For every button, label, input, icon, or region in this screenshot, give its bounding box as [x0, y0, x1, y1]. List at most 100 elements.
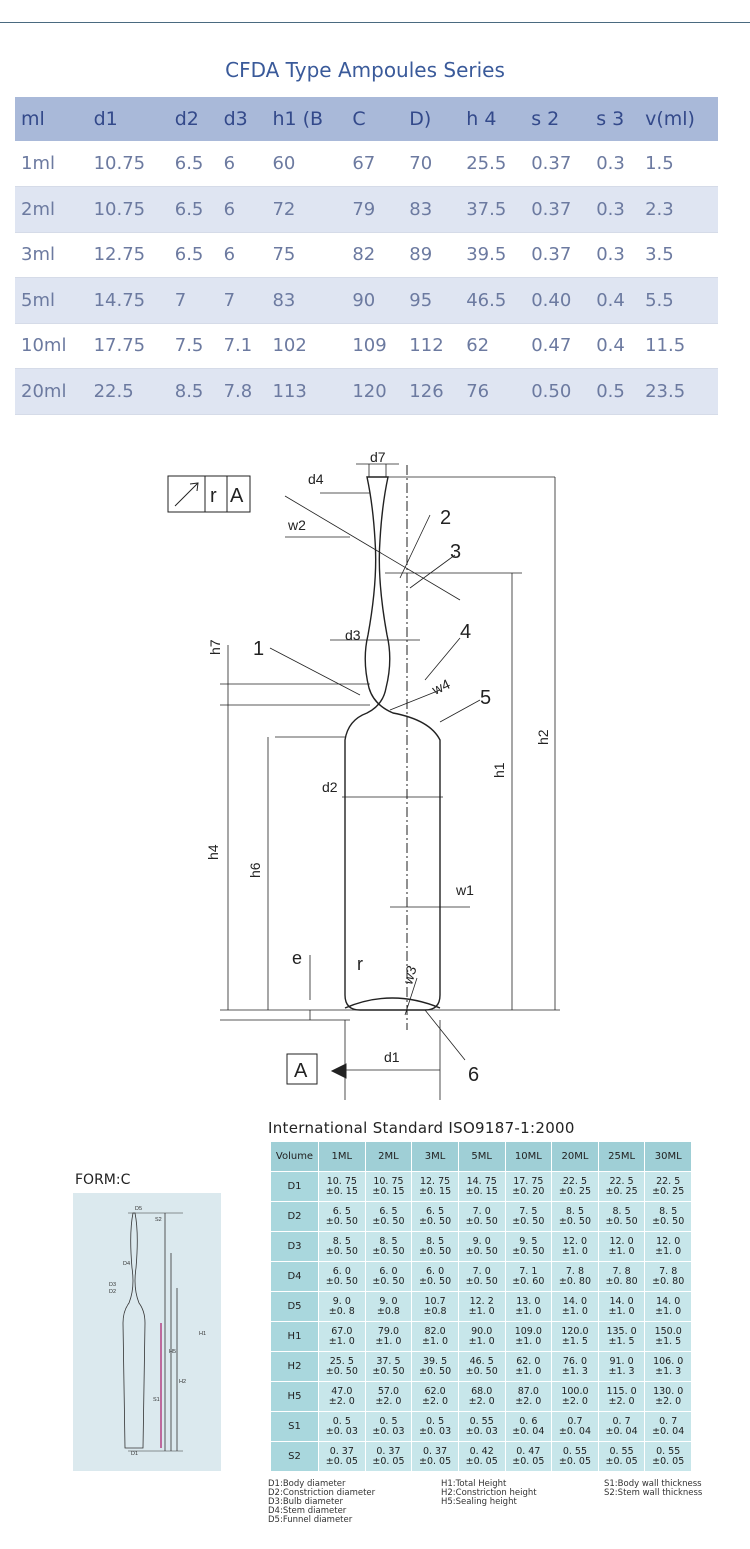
- spec-cell: 0.50: [525, 368, 591, 415]
- iso-cell: 7. 8±0. 80: [551, 1261, 599, 1292]
- iso-cell: 0. 7±0. 04: [597, 1411, 646, 1442]
- spec-cell: 7.5: [168, 323, 218, 369]
- iso-cell: 62. 0±1. 0: [504, 1351, 553, 1382]
- spec-header-cell: C: [346, 97, 404, 141]
- spec-cell: 10.75: [87, 141, 169, 187]
- callout-4: 4: [460, 621, 471, 643]
- iso-cell-value: 37. 5: [376, 1355, 401, 1367]
- iso-cell-value: 6. 5: [425, 1205, 445, 1217]
- iso-cell-tolerance: ±0. 50: [372, 1365, 405, 1377]
- iso-cell-tolerance: ±0. 50: [418, 1215, 452, 1227]
- label-h4: h4: [205, 844, 221, 860]
- iso-cell-value: 0. 37: [376, 1445, 401, 1457]
- iso-cell-tolerance: ±0. 05: [418, 1455, 452, 1467]
- iso-cell-value: 7. 8: [659, 1265, 678, 1277]
- datum-a-label: A: [294, 1060, 308, 1082]
- iso-cell-tolerance: ±0. 15: [372, 1185, 405, 1197]
- iso-cell: 39. 5±0. 50: [411, 1351, 459, 1382]
- iso-cell-value: 12. 0: [656, 1235, 681, 1247]
- iso-cell-value: 46. 5: [469, 1355, 494, 1367]
- iso-cell: 0. 5±0. 03: [318, 1411, 366, 1442]
- iso-cell-value: 82.0: [424, 1325, 446, 1337]
- spec-cell: 67: [346, 141, 404, 187]
- spec-cell: 10.75: [87, 186, 169, 233]
- spec-header-cell: D): [403, 97, 461, 141]
- spec-header-cell: v(ml): [639, 97, 718, 141]
- iso-cell-value: 0. 6: [519, 1415, 538, 1427]
- iso-cell-tolerance: ±0. 50: [325, 1365, 358, 1377]
- iso-row-label: D2: [270, 1201, 319, 1232]
- iso-cell-tolerance: ±0. 50: [465, 1275, 498, 1287]
- iso-cell-value: 6. 0: [379, 1265, 398, 1277]
- label-h2: h2: [535, 729, 551, 745]
- iso-row-label: S2: [270, 1441, 319, 1472]
- iso-row-label: D5: [270, 1291, 319, 1322]
- iso-cell: 7. 0±0. 50: [457, 1201, 506, 1232]
- iso-cell: 0. 5±0. 03: [411, 1411, 459, 1442]
- iso-cell-tolerance: ±1. 0: [515, 1365, 542, 1377]
- iso-cell: 135. 0±1. 5: [597, 1321, 646, 1352]
- legend-line: D1:Body diameter: [268, 1479, 346, 1489]
- iso-cell: 47.0±2. 0: [318, 1381, 366, 1412]
- iso-cell-value: 9. 0: [332, 1295, 351, 1307]
- form-dim-label: D5: [135, 1206, 142, 1212]
- iso-cell-tolerance: ±0. 50: [652, 1215, 685, 1227]
- iso-cell: 0. 47±0. 05: [504, 1441, 553, 1472]
- iso-cell: 8. 5±0. 50: [364, 1231, 413, 1262]
- iso-row-label: D1: [270, 1171, 319, 1202]
- iso-cell-tolerance: ±2. 0: [515, 1395, 542, 1407]
- iso-cell-tolerance: ±1. 0: [328, 1335, 355, 1347]
- iso-cell-value: 14. 0: [562, 1295, 588, 1307]
- iso-row-label: H2: [270, 1351, 319, 1382]
- iso-cell-value: 6. 0: [332, 1265, 351, 1277]
- spec-cell: 0.47: [525, 323, 591, 369]
- iso-title: International Standard ISO9187-1:2000: [268, 1119, 575, 1137]
- iso-cell-value: 0. 7: [659, 1415, 678, 1427]
- iso-cell-tolerance: ±0. 05: [372, 1455, 405, 1467]
- iso-cell-tolerance: ±1. 5: [608, 1335, 635, 1347]
- iso-cell-value: 7. 1: [519, 1265, 538, 1277]
- iso-cell-value: 0. 55: [656, 1445, 681, 1457]
- iso-cell-value: 12. 0: [609, 1235, 634, 1247]
- spec-cell: 79: [346, 186, 404, 233]
- iso-cell-tolerance: ±0. 25: [605, 1185, 638, 1197]
- form-dim-label: D1: [131, 1451, 138, 1457]
- iso-cell-tolerance: ±0. 60: [512, 1275, 545, 1287]
- form-dim-label: S1: [153, 1397, 160, 1403]
- iso-cell-tolerance: ±0. 03: [372, 1425, 405, 1437]
- legend-line: H5:Sealing height: [441, 1497, 517, 1507]
- label-w2: w2: [287, 517, 306, 533]
- label-h7: h7: [207, 639, 223, 655]
- tolerance-frame: [167, 475, 251, 513]
- spec-cell: 126: [403, 368, 461, 415]
- iso-cell-value: 90.0: [471, 1325, 493, 1337]
- spec-cell: 95: [403, 277, 461, 324]
- iso-cell-tolerance: ±1. 3: [655, 1365, 682, 1377]
- iso-cell-tolerance: ±1. 0: [515, 1305, 542, 1317]
- iso-header-cell: Volume: [270, 1141, 319, 1172]
- spec-header-cell: s 2: [525, 97, 591, 141]
- iso-cell-tolerance: ±0. 04: [512, 1425, 545, 1437]
- legend-line: D3:Bulb diameter: [268, 1497, 344, 1507]
- iso-cell-value: 8. 5: [659, 1205, 678, 1217]
- iso-cell-tolerance: ±1. 0: [422, 1335, 449, 1347]
- iso-cell: 22. 5±0. 25: [644, 1171, 692, 1202]
- iso-cell-tolerance: ±0. 25: [558, 1185, 591, 1197]
- iso-cell-value: 120.0: [561, 1325, 589, 1337]
- iso-cell-value: 12. 2: [469, 1295, 494, 1307]
- iso-cell-value: 22. 5: [609, 1175, 634, 1187]
- spec-cell: 6.5: [168, 232, 218, 278]
- iso-cell: 12. 0±1. 0: [551, 1231, 599, 1262]
- iso-cell: 0. 42±0. 05: [457, 1441, 506, 1472]
- spec-cell: 10ml: [15, 323, 88, 369]
- iso-cell: 0. 37±0. 05: [411, 1441, 459, 1472]
- label-r: r: [357, 954, 363, 974]
- iso-cell-tolerance: ±1. 0: [468, 1305, 495, 1317]
- spec-cell: 60: [266, 141, 347, 187]
- legend-line: S1:Body wall thickness: [604, 1479, 702, 1489]
